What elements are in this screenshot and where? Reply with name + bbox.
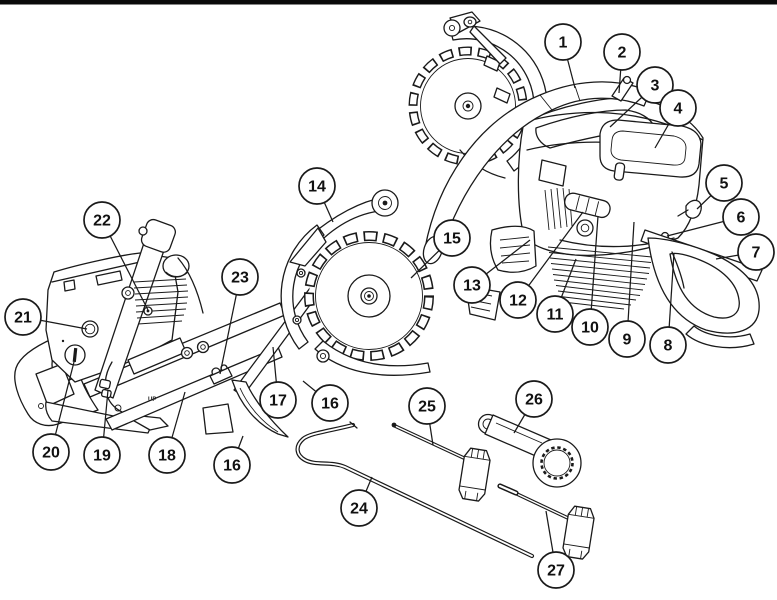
callout-circle-22 xyxy=(83,201,121,239)
callout-circle-23 xyxy=(221,258,259,296)
callout-number-23: 23 xyxy=(231,270,249,287)
callout-number-6: 6 xyxy=(737,210,746,227)
tool-ring-spanner xyxy=(477,413,582,488)
fuel-hose xyxy=(98,361,123,413)
callout-circle-26 xyxy=(515,380,553,418)
side-view-cutting-blade xyxy=(304,231,434,361)
callout-number-11: 11 xyxy=(547,307,564,324)
callout-number-12: 12 xyxy=(509,293,527,310)
guard-roller-bracket xyxy=(443,11,507,65)
callout-circle-21 xyxy=(4,298,42,336)
side-view-engine xyxy=(94,218,204,399)
machine-side-view: UP xyxy=(14,189,434,438)
tool-kit xyxy=(295,413,595,560)
callout-circle-25 xyxy=(408,387,446,425)
callout-number-1: 1 xyxy=(559,35,568,52)
cutting-arm-frame xyxy=(83,302,286,431)
rear-handle xyxy=(640,229,763,349)
callout-number-18: 18 xyxy=(158,448,176,465)
callout-circle-7 xyxy=(737,233,775,271)
callout-circle-8 xyxy=(649,326,687,364)
callout-circle-20 xyxy=(32,433,70,471)
support-and-skid xyxy=(231,287,319,438)
tool-socket-wrench-long xyxy=(391,422,491,502)
callout-number-25: 25 xyxy=(418,399,436,416)
callout-number-26: 26 xyxy=(525,392,543,409)
tool-bent-rod xyxy=(295,421,535,559)
callout-circle-5 xyxy=(705,164,743,202)
up-marking: UP xyxy=(148,397,156,403)
callout-number-16: 16 xyxy=(223,458,241,475)
callout-circle-2 xyxy=(603,33,641,71)
side-view-guards xyxy=(280,224,431,376)
callout-number-5: 5 xyxy=(720,176,729,193)
callout-layer: 1234567891011121314151616171819202122232… xyxy=(4,23,775,589)
callout-circle-6 xyxy=(722,198,760,236)
callout-circle-13 xyxy=(453,266,491,304)
machine-rear-view xyxy=(408,11,763,349)
callout-number-24: 24 xyxy=(350,501,368,518)
callout-circle-1 xyxy=(544,23,582,61)
callout-number-9: 9 xyxy=(623,332,632,349)
callout-number-13: 13 xyxy=(463,278,481,295)
callout-number-22: 22 xyxy=(93,213,111,230)
callout-number-14: 14 xyxy=(308,179,326,196)
callout-circle-16 xyxy=(311,384,349,422)
callout-number-19: 19 xyxy=(93,448,111,465)
tool-socket-wrench-short xyxy=(497,483,595,560)
callout-circle-27 xyxy=(537,551,575,589)
callout-number-16: 16 xyxy=(321,396,339,413)
filler-cap xyxy=(81,320,99,338)
callout-circle-15 xyxy=(433,219,471,257)
callout-number-3: 3 xyxy=(651,78,660,95)
callout-number-20: 20 xyxy=(42,445,60,462)
callout-circle-10 xyxy=(571,308,609,346)
callout-circle-19 xyxy=(83,436,121,474)
callout-circle-11 xyxy=(536,295,574,333)
callout-circle-4 xyxy=(659,89,697,127)
callout-number-17: 17 xyxy=(269,393,287,410)
callout-circle-3 xyxy=(636,66,674,104)
callout-circle-18 xyxy=(148,436,186,474)
callout-number-4: 4 xyxy=(674,101,683,118)
callout-circle-16 xyxy=(213,446,251,484)
page-top-bar xyxy=(0,0,777,5)
callout-circle-24 xyxy=(340,489,378,527)
callout-circle-9 xyxy=(608,320,646,358)
rear-view-body xyxy=(465,97,704,321)
callout-circle-14 xyxy=(298,167,336,205)
callout-number-10: 10 xyxy=(581,320,599,337)
callout-leader-9 xyxy=(626,221,635,340)
callout-number-2: 2 xyxy=(618,45,627,62)
callout-circle-12 xyxy=(499,281,537,319)
callout-circle-17 xyxy=(259,381,297,419)
callout-number-21: 21 xyxy=(14,310,32,327)
callout-number-7: 7 xyxy=(752,245,761,262)
callout-number-27: 27 xyxy=(547,563,565,580)
callout-number-15: 15 xyxy=(443,231,461,248)
callout-number-8: 8 xyxy=(664,338,673,355)
rear-view-cutting-blade xyxy=(408,46,528,166)
